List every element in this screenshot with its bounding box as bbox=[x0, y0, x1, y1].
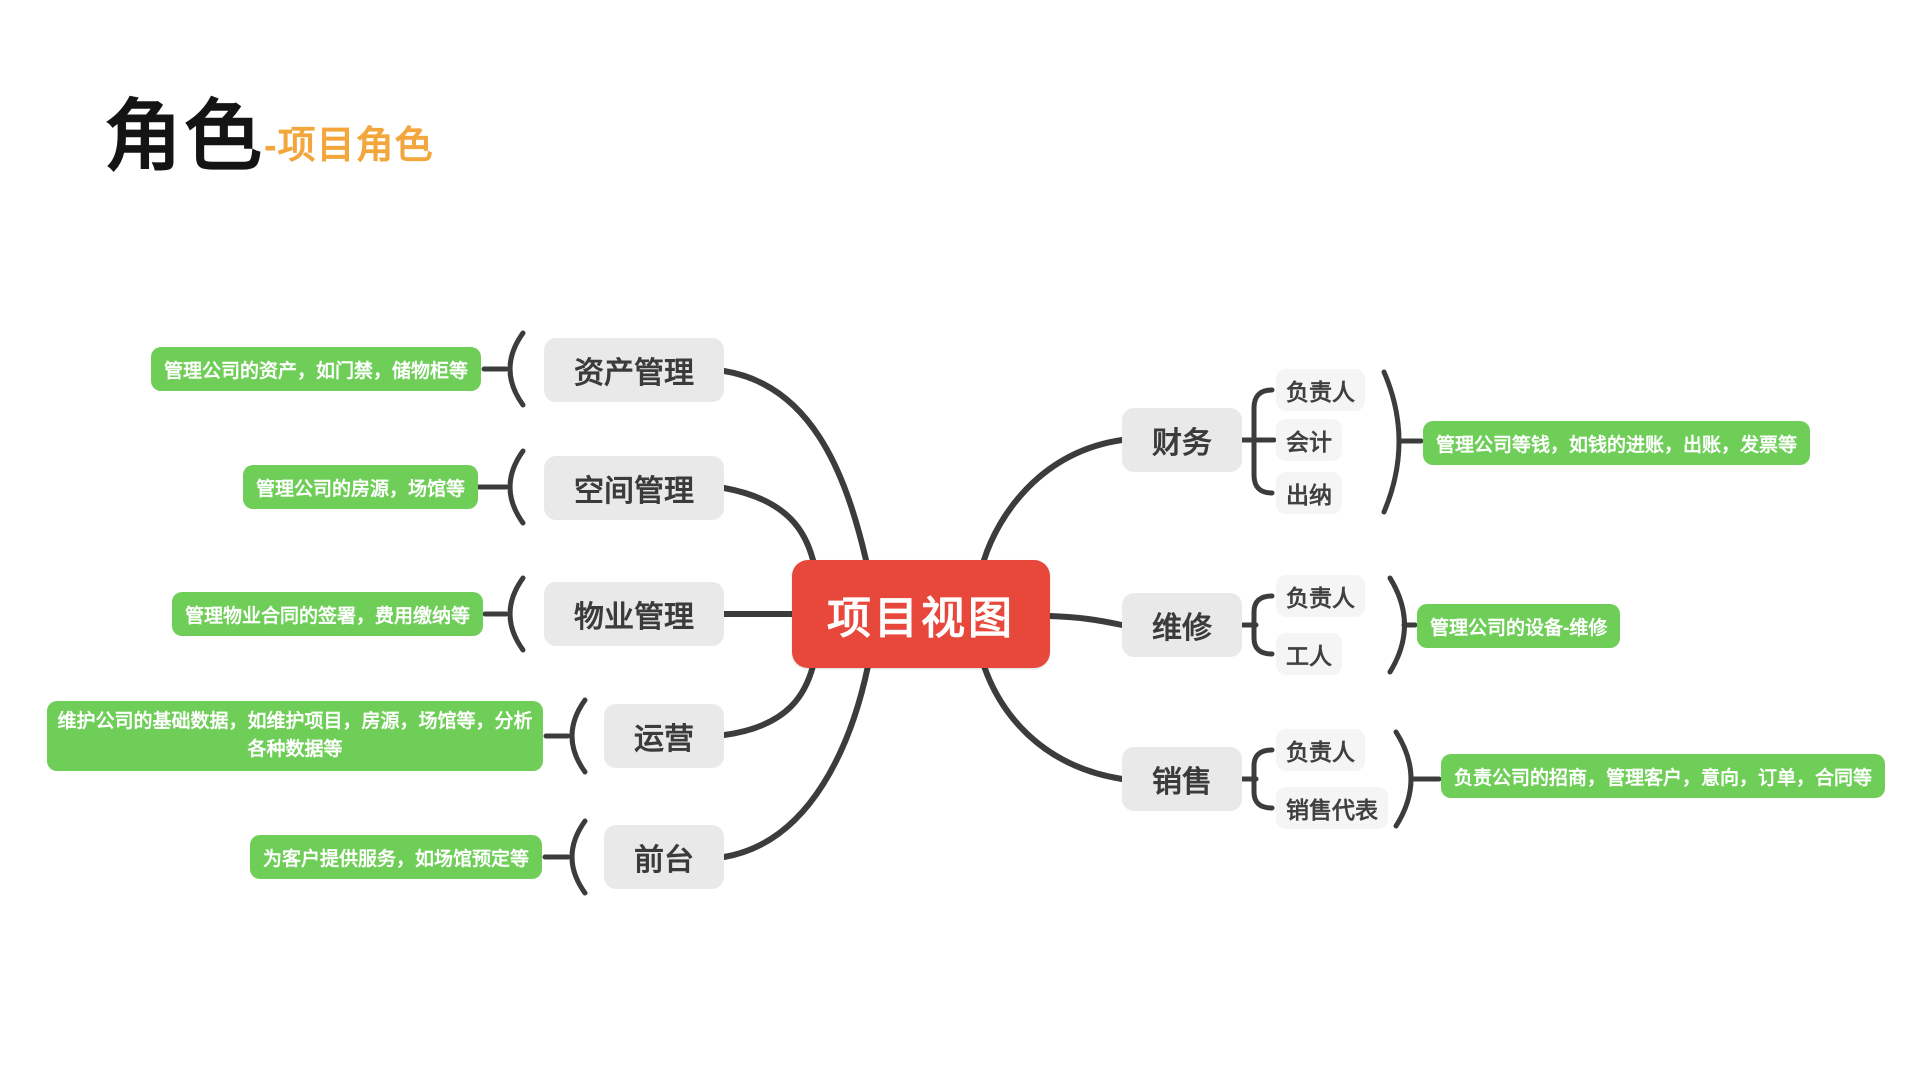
note-finance[interactable]: 管理公司等钱，如钱的进账，出账，发票等 bbox=[1423, 421, 1811, 465]
topic-maintenance[interactable]: 维修 bbox=[1122, 593, 1242, 657]
page-title: 角色 -项目角色 bbox=[104, 92, 434, 180]
center-topic[interactable]: 项目视图 bbox=[792, 560, 1050, 668]
topic-sales[interactable]: 销售 bbox=[1122, 747, 1242, 811]
subtopic-maintenance-worker[interactable]: 工人 bbox=[1276, 633, 1342, 675]
subtopic-sales-rep[interactable]: 销售代表 bbox=[1276, 787, 1388, 829]
note-property-management[interactable]: 管理物业合同的签署，费用缴纳等 bbox=[171, 592, 483, 636]
brackets-left-notes bbox=[476, 330, 588, 896]
brackets-right-notes bbox=[1381, 369, 1442, 829]
topic-front-desk[interactable]: 前台 bbox=[604, 825, 724, 889]
topic-finance[interactable]: 财务 bbox=[1122, 408, 1242, 472]
subtopic-maintenance-leader[interactable]: 负责人 bbox=[1276, 575, 1365, 617]
note-asset-management[interactable]: 管理公司的资产，如门禁，储物柜等 bbox=[150, 347, 481, 391]
topic-asset-management[interactable]: 资产管理 bbox=[544, 338, 724, 402]
page-title-main: 角色 bbox=[104, 92, 265, 180]
topic-operations[interactable]: 运营 bbox=[604, 704, 724, 768]
subtopic-sales-leader[interactable]: 负责人 bbox=[1276, 729, 1365, 771]
note-maintenance[interactable]: 管理公司的设备-维修 bbox=[1417, 604, 1621, 648]
subtopic-finance-cashier[interactable]: 出纳 bbox=[1276, 472, 1342, 514]
connectors-center-right bbox=[981, 437, 1125, 782]
page-title-sub: -项目角色 bbox=[264, 124, 434, 167]
note-operations[interactable]: 维护公司的基础数据，如维护项目，房源，场馆等，分析各种数据等 bbox=[47, 701, 543, 771]
note-space-management[interactable]: 管理公司的房源，场馆等 bbox=[242, 465, 478, 509]
subtopic-finance-accountant[interactable]: 会计 bbox=[1276, 419, 1342, 461]
subtopic-finance-leader[interactable]: 负责人 bbox=[1276, 369, 1365, 411]
brackets-right-children bbox=[1236, 387, 1277, 811]
topic-space-management[interactable]: 空间管理 bbox=[544, 456, 724, 520]
connectors-center-left bbox=[721, 368, 871, 860]
note-sales[interactable]: 负责公司的招商，管理客户，意向，订单，合同等 bbox=[1441, 754, 1886, 798]
note-front-desk[interactable]: 为客户提供服务，如场馆预定等 bbox=[249, 835, 542, 879]
topic-property-management[interactable]: 物业管理 bbox=[544, 582, 724, 646]
